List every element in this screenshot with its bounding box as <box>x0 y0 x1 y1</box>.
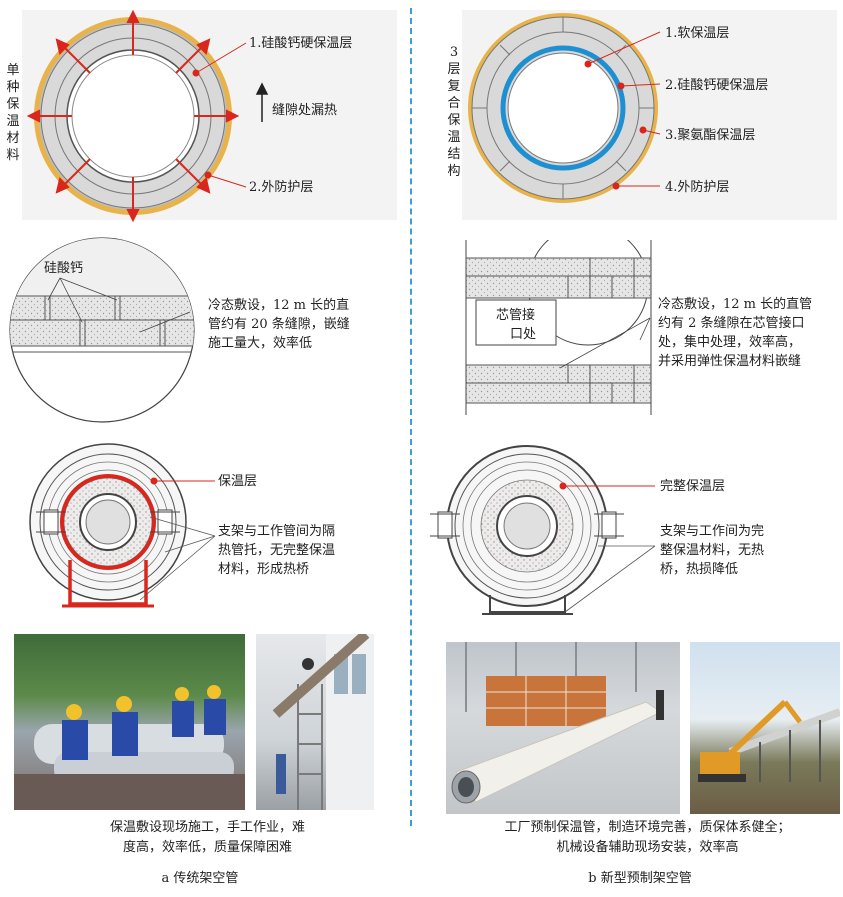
right-side-label: 3层复合保温结构 <box>447 45 461 179</box>
right-caption: 工厂预制保温管，制造环境完善，质保体系健全； 机械设备辅助现场安装，效率高 <box>504 820 791 855</box>
right-label-3: 3.聚氨酯保温层 <box>665 128 756 143</box>
left-arrow-label: 缝隙处漏热 <box>272 103 338 118</box>
right-label-1: 1.软保温层 <box>665 26 730 41</box>
left-sub-caption: a 传统架空管 <box>161 871 239 886</box>
left-photo-workers <box>14 634 245 810</box>
left-label-2: 2.外防护层 <box>249 180 314 195</box>
center-divider <box>410 8 412 826</box>
right-photo-excavator <box>690 642 840 814</box>
left-seam-inner-label: 硅酸钙 <box>44 261 84 276</box>
left-seam-desc: 冷态敷设，12 m 长的直 管约有 20 条缝隙，嵌缝 施工量大，效率低 <box>208 298 350 351</box>
left-support-stand <box>68 560 148 606</box>
right-joint-inner-label: 芯管接 口处 <box>496 308 537 342</box>
left-support-desc: 支架与工作管间为隔 热管托，无完整保温 材料，形成热桥 <box>218 524 336 577</box>
right-label-4: 4.外防护层 <box>665 180 730 195</box>
right-sub-caption: b 新型预制架空管 <box>588 871 692 886</box>
left-side-label: 单种保温材料 <box>6 63 20 163</box>
left-label-1: 1.硅酸钙硬保温层 <box>249 36 353 51</box>
left-support-label: 保温层 <box>218 474 258 489</box>
right-support-label: 完整保温层 <box>660 479 726 494</box>
left-photo-scaffold <box>256 634 374 810</box>
left-pipe-support-ring <box>60 474 156 570</box>
right-soft-layer <box>500 45 626 171</box>
left-caption: 保温敷设现场施工，手工作业，难 度高，效率低，质量保障困难 <box>109 820 305 855</box>
right-support-desc: 支架与工作间为完 整保温材料，无热 桥，热损降低 <box>660 524 765 577</box>
right-label-2: 2.硅酸钙硬保温层 <box>665 78 769 93</box>
right-joint-desc: 冷态敷设，12 m 长的直管 约有 2 条缝隙在芯管接口 处，集中处理，效率高，… <box>658 297 813 369</box>
right-photo-factory <box>446 642 680 814</box>
